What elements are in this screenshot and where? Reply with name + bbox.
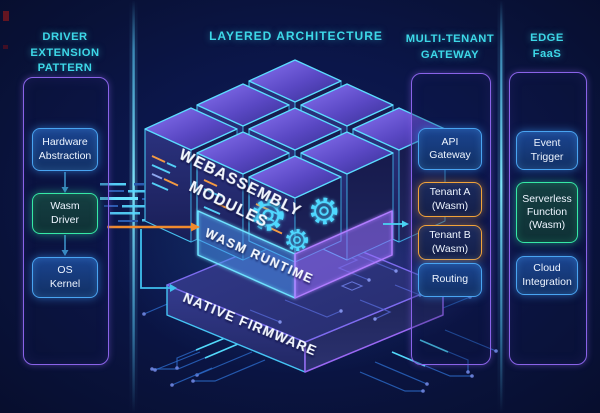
layered-architecture-title: LAYERED ARCHITECTURE xyxy=(209,29,383,43)
gear-icon xyxy=(310,197,338,225)
edge-faas-title: EDGE FaaS xyxy=(530,32,564,60)
box-hardware-abstraction: Hardware Abstraction xyxy=(32,128,98,171)
circuit-traces-outer xyxy=(142,295,498,393)
driver-extension-panel: Hardware Abstraction Wasm Driver OS Kern… xyxy=(23,77,109,365)
gear-icons xyxy=(252,197,338,252)
box-wasm-driver: Wasm Driver xyxy=(32,193,98,234)
box-routing: Routing xyxy=(418,263,482,297)
arrow-driver-to-runtime-orange xyxy=(107,222,200,232)
separator-line-right xyxy=(497,0,505,413)
arrow-hardware-to-driver xyxy=(61,172,69,193)
corner-glitch-marks xyxy=(3,11,9,49)
arrow-driver-to-kernel xyxy=(61,235,69,256)
box-serverless-function: Serverless Function (Wasm) xyxy=(516,182,578,243)
arrow-runtime-to-gateway-cyan xyxy=(383,220,409,228)
runtime-layer-front xyxy=(197,210,393,299)
driver-extension-title: DRIVER EXTENSION PATTERN xyxy=(30,31,100,75)
gear-icon xyxy=(285,228,309,252)
multi-tenant-gateway-title: MULTI-TENANT GATEWAY xyxy=(405,33,495,61)
flow-arrows xyxy=(61,172,409,292)
arrow-driver-to-firmware-cyan xyxy=(140,229,177,292)
box-tenant-a: Tenant A (Wasm) xyxy=(418,182,482,217)
multi-tenant-gateway-panel: API Gateway Tenant A (Wasm) Tenant B (Wa… xyxy=(411,73,491,365)
edge-faas-panel: Event Trigger Serverless Function (Wasm)… xyxy=(509,72,587,365)
gear-icon xyxy=(252,199,284,231)
box-tenant-b: Tenant B (Wasm) xyxy=(418,225,482,260)
box-api-gateway: API Gateway xyxy=(418,128,482,170)
box-event-trigger: Event Trigger xyxy=(516,131,578,170)
box-os-kernel: OS Kernel xyxy=(32,257,98,298)
box-cloud-integration: Cloud Integration xyxy=(516,256,578,295)
